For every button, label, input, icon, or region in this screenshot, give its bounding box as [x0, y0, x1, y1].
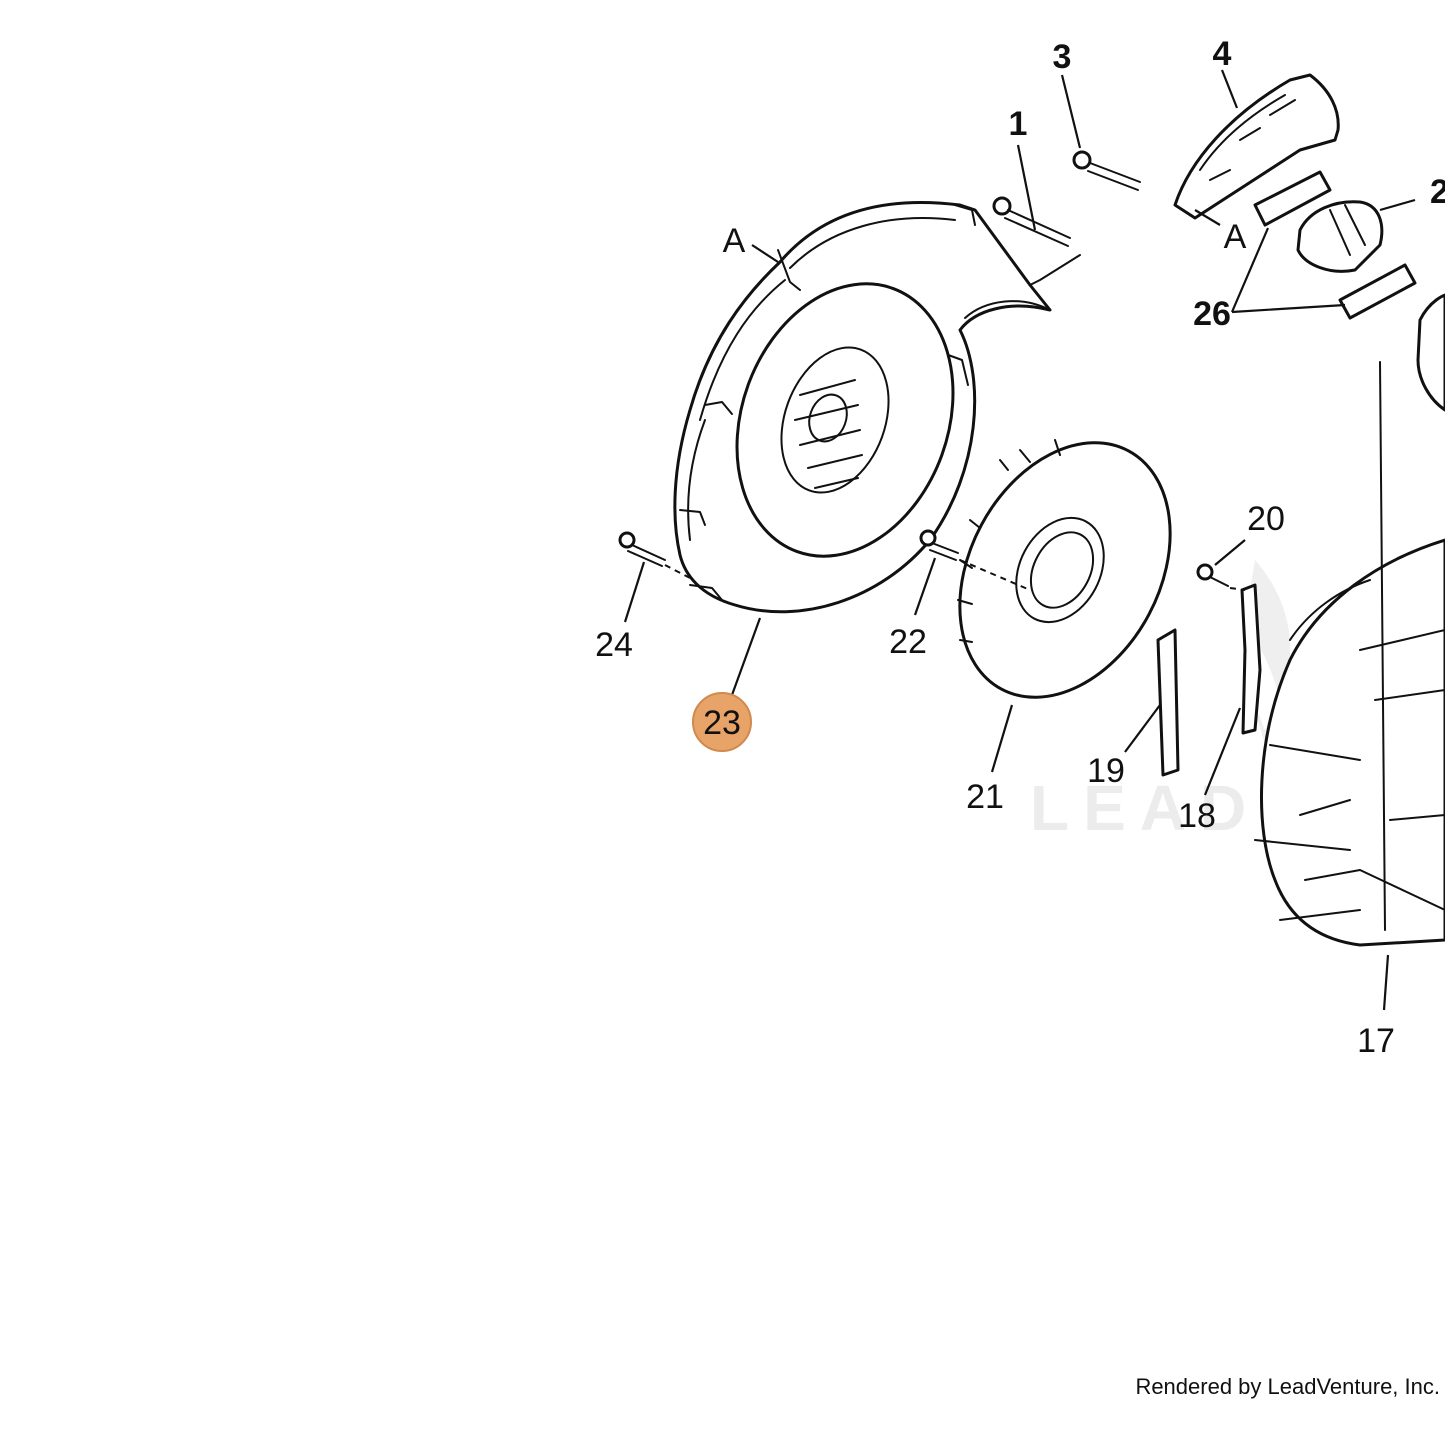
callout-26[interactable]: 26 [1193, 295, 1231, 333]
callout-2[interactable]: 2 [1430, 173, 1445, 211]
callout-21[interactable]: 21 [966, 778, 1004, 816]
callout-A-left[interactable]: A [723, 222, 746, 260]
part-19-bracket[interactable] [1156, 628, 1180, 777]
part-18-bracket[interactable] [1240, 583, 1262, 735]
part-26-gaskets[interactable] [1253, 170, 1417, 320]
part-20-bolt[interactable] [1196, 563, 1246, 591]
callout-24[interactable]: 24 [595, 626, 633, 664]
part-3-bolt[interactable] [1072, 150, 1141, 191]
highlighted-part-marker[interactable] [692, 692, 752, 752]
render-credit: Rendered by LeadVenture, Inc. [1135, 1374, 1440, 1399]
callout-22[interactable]: 22 [889, 623, 927, 661]
callout-19[interactable]: 19 [1087, 752, 1125, 790]
callout-18[interactable]: 18 [1178, 797, 1216, 835]
callout-1[interactable]: 1 [1009, 105, 1028, 143]
callout-A-right[interactable]: A [1224, 218, 1247, 256]
part-1-bolt[interactable] [992, 196, 1081, 286]
part-4-cover[interactable] [1173, 73, 1340, 220]
part-17-housing[interactable] [1254, 293, 1445, 947]
leader-lines [623, 69, 1416, 1011]
callout-3[interactable]: 3 [1053, 38, 1072, 76]
callout-23[interactable]: 23 [703, 704, 741, 742]
part-24-bolt[interactable] [618, 531, 691, 579]
callout-20[interactable]: 20 [1247, 500, 1285, 538]
part-callouts: 23 24 22 21 19 18 20 17 1 3 4 2 26 A A [595, 35, 1445, 1060]
part-22-bolt[interactable] [919, 529, 1031, 591]
callout-4[interactable]: 4 [1213, 35, 1232, 73]
part-23-shroud[interactable] [673, 201, 1052, 614]
callout-17[interactable]: 17 [1357, 1022, 1395, 1060]
part-2-plug[interactable] [1296, 200, 1384, 273]
part-21-fan-disc[interactable] [918, 406, 1213, 734]
